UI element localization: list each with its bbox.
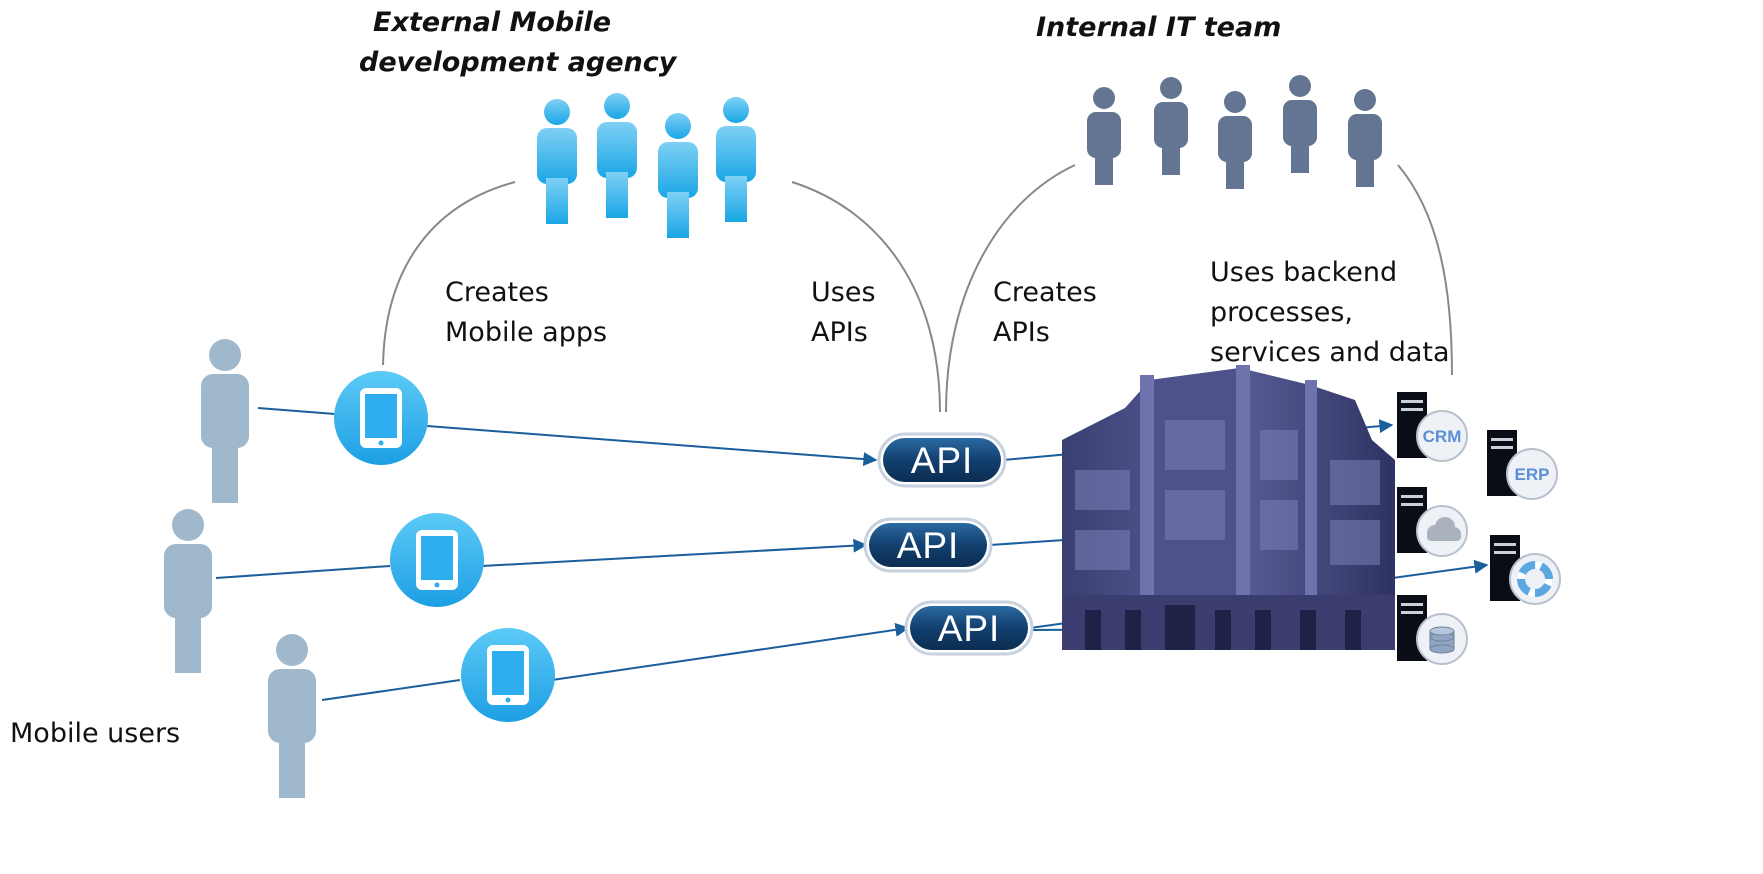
agency-title-line1: External Mobile [373, 7, 611, 38]
label-creates-apps-2: Mobile apps [445, 317, 607, 348]
api-pill-icon: API [877, 432, 1007, 488]
server-database [1397, 595, 1468, 665]
relation-arcs [382, 164, 1453, 413]
label-uses-apis-2: APIs [811, 317, 868, 348]
crm-label: CRM [1423, 427, 1462, 446]
label-creates-apps-1: Creates [445, 277, 549, 308]
connector-tablet1-api1 [426, 425, 878, 467]
person-icon [1283, 75, 1317, 173]
erp-label: ERP [1515, 465, 1550, 484]
api-label: API [897, 525, 960, 566]
agency-title-line2: development agency [359, 47, 678, 78]
label-creates-apis-1: Creates [993, 277, 1097, 308]
arc-it-to-backend [1397, 164, 1453, 376]
person-icon [164, 509, 212, 673]
it-team [1087, 75, 1382, 189]
person-icon [268, 634, 316, 798]
api-pill-icon: API [863, 517, 993, 573]
arc-it-to-api [945, 164, 1076, 413]
person-icon [658, 113, 698, 238]
erp-badge [1506, 448, 1558, 500]
crm-badge [1416, 410, 1468, 462]
api-label: API [938, 608, 1001, 649]
api-label: API [911, 440, 974, 481]
arc-agency-to-tablet [382, 181, 516, 366]
backend-systems: CRM ERP [1397, 392, 1561, 665]
server-crm: CRM [1397, 392, 1468, 462]
tablet-icon [334, 371, 428, 465]
tablet-icon [390, 513, 484, 607]
connector-user3-tablet [321, 679, 461, 701]
person-icon [201, 339, 249, 503]
api-endpoints: API API API [863, 432, 1034, 656]
server-erp: ERP [1487, 430, 1558, 500]
label-uses-backend-1: Uses backend [1210, 257, 1397, 288]
server-support [1490, 535, 1561, 605]
database-icon [1429, 626, 1455, 654]
cloud-icon [1427, 517, 1461, 541]
it-team-title: Internal IT team [1036, 12, 1281, 43]
lifebuoy-icon [1517, 561, 1553, 597]
person-icon [716, 97, 756, 222]
label-uses-backend-3: services and data [1210, 337, 1450, 368]
office-building-icon [1062, 365, 1395, 650]
person-icon [1348, 89, 1382, 187]
person-icon [537, 99, 577, 224]
tablet-icon [461, 628, 555, 722]
connector-tablet2-api2 [481, 538, 868, 567]
person-icon [1154, 77, 1188, 175]
person-icon [1218, 91, 1252, 189]
agency-team [537, 93, 756, 238]
label-uses-backend-2: processes, [1210, 297, 1353, 328]
label-uses-apis-1: Uses [811, 277, 876, 308]
api-pill-icon: API [904, 600, 1034, 656]
arc-agency-to-api [791, 181, 941, 413]
person-icon [597, 93, 637, 218]
label-creates-apis-2: APIs [993, 317, 1050, 348]
server-cloud [1397, 487, 1468, 557]
connector-user1-tablet [257, 407, 336, 415]
mobile-users-label: Mobile users [10, 718, 180, 749]
mobile-apps [334, 371, 555, 722]
connector-tablet3-api3 [551, 622, 910, 681]
mobile-users [164, 339, 316, 798]
connector-user2-tablet [215, 565, 391, 579]
person-icon [1087, 87, 1121, 185]
